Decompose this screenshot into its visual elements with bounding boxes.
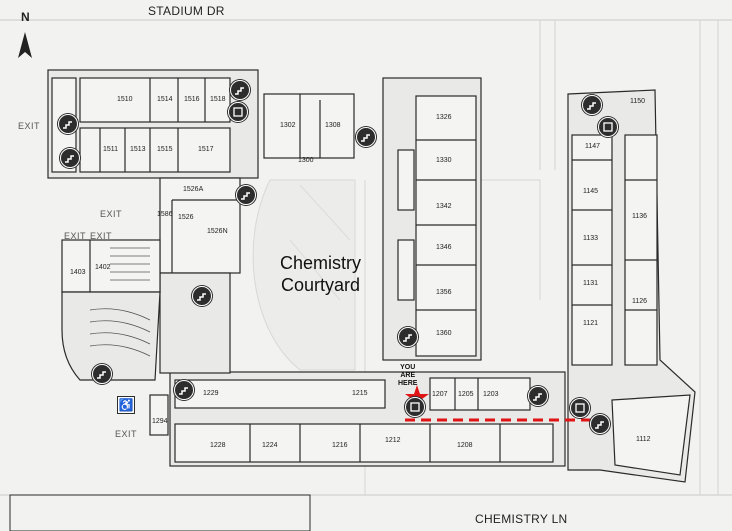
- courtyard-label-line1: Chemistry: [280, 253, 362, 273]
- room-1207: 1207: [432, 391, 448, 398]
- room-1131: 1131: [583, 280, 599, 287]
- stairs-icon: [174, 380, 194, 400]
- exit-label-mid: EXIT: [100, 209, 123, 219]
- stairs-icon: [590, 414, 610, 434]
- room-1215: 1215: [352, 390, 368, 397]
- room-1112: 1112: [636, 436, 651, 443]
- room-1121: 1121: [583, 320, 599, 327]
- room-1526N: 1526N: [207, 228, 228, 235]
- street-south: CHEMISTRY LN: [475, 512, 568, 526]
- room-1136: 1136: [632, 213, 648, 220]
- room-1517: 1517: [198, 146, 214, 153]
- courtyard-label: Chemistry Courtyard: [280, 252, 361, 296]
- room-1126: 1126: [632, 298, 648, 305]
- room-1518: 1518: [210, 96, 226, 103]
- stairs-icon: [230, 80, 250, 100]
- room-1294-outline: [149, 394, 169, 436]
- exit-label-w2: EXIT: [90, 231, 113, 241]
- stairs-icon: [356, 127, 376, 147]
- room-1510: 1510: [117, 96, 133, 103]
- room-1212: 1212: [385, 437, 401, 444]
- street-north: STADIUM DR: [148, 4, 225, 18]
- yah-line3: HERE: [398, 380, 418, 387]
- room-1514: 1514: [157, 96, 173, 103]
- exit-label-sw: EXIT: [115, 429, 138, 439]
- stairs-icon: [60, 148, 80, 168]
- room-1516: 1516: [184, 96, 200, 103]
- building-wing-1200: [169, 371, 566, 467]
- room-1403: 1403: [70, 269, 86, 276]
- room-1360: 1360: [436, 330, 452, 337]
- wheelchair-icon: ♿: [117, 396, 135, 414]
- room-1586: 1586: [157, 211, 173, 218]
- room-1308: 1308: [325, 122, 341, 129]
- room-1330: 1330: [436, 157, 452, 164]
- stairs-icon: [528, 386, 548, 406]
- stairs-icon: [236, 185, 256, 205]
- room-1216: 1216: [332, 442, 348, 449]
- room-1342: 1342: [436, 203, 452, 210]
- stairs-icon: [398, 327, 418, 347]
- room-1300: 1300: [298, 157, 314, 164]
- room-1208: 1208: [457, 442, 473, 449]
- room-1205: 1205: [458, 391, 474, 398]
- stairs-icon: [582, 95, 602, 115]
- north-label: N: [21, 10, 30, 24]
- room-1228: 1228: [210, 442, 226, 449]
- building-wing-1326: [382, 77, 482, 361]
- courtyard-label-line2: Courtyard: [280, 275, 361, 295]
- elevator-icon: [570, 398, 590, 418]
- room-1511: 1511: [103, 146, 119, 153]
- room-1526: 1526: [178, 214, 194, 221]
- exit-label-w1: EXIT: [64, 231, 87, 241]
- room-1526A: 1526A: [183, 186, 204, 193]
- you-are-here-label: YOU ARE HERE: [398, 364, 417, 388]
- room-1356: 1356: [436, 289, 452, 296]
- elevator-icon: [598, 117, 618, 137]
- room-1402: 1402: [95, 264, 111, 271]
- room-1326: 1326: [436, 114, 452, 121]
- yah-line2: ARE: [400, 372, 416, 379]
- building-wing-1526: [159, 177, 241, 374]
- building-wing-1100: [567, 89, 696, 483]
- legend-box: [9, 494, 311, 531]
- stairs-icon: [192, 286, 212, 306]
- room-1294: 1294: [152, 418, 168, 425]
- elevator-icon: [228, 102, 248, 122]
- elevator-icon: [405, 397, 425, 417]
- room-1203: 1203: [483, 391, 499, 398]
- exit-label-nw: EXIT: [18, 121, 41, 131]
- lecture-hall-1402: [61, 239, 161, 381]
- yah-line1: YOU: [400, 364, 416, 371]
- room-1133: 1133: [583, 235, 599, 242]
- room-1145: 1145: [583, 188, 599, 195]
- room-1302: 1302: [280, 122, 296, 129]
- stairs-icon: [92, 364, 112, 384]
- room-1229: 1229: [203, 390, 219, 397]
- building-wing-1300: [263, 93, 355, 159]
- room-1224: 1224: [262, 442, 278, 449]
- building-wing-1500: [47, 69, 259, 179]
- room-1346: 1346: [436, 244, 452, 251]
- room-1515: 1515: [157, 146, 173, 153]
- room-1150: 1150: [630, 98, 646, 105]
- room-1147: 1147: [585, 143, 601, 150]
- stairs-icon: [58, 114, 78, 134]
- room-1513: 1513: [130, 146, 146, 153]
- north-arrow-icon: [18, 32, 32, 58]
